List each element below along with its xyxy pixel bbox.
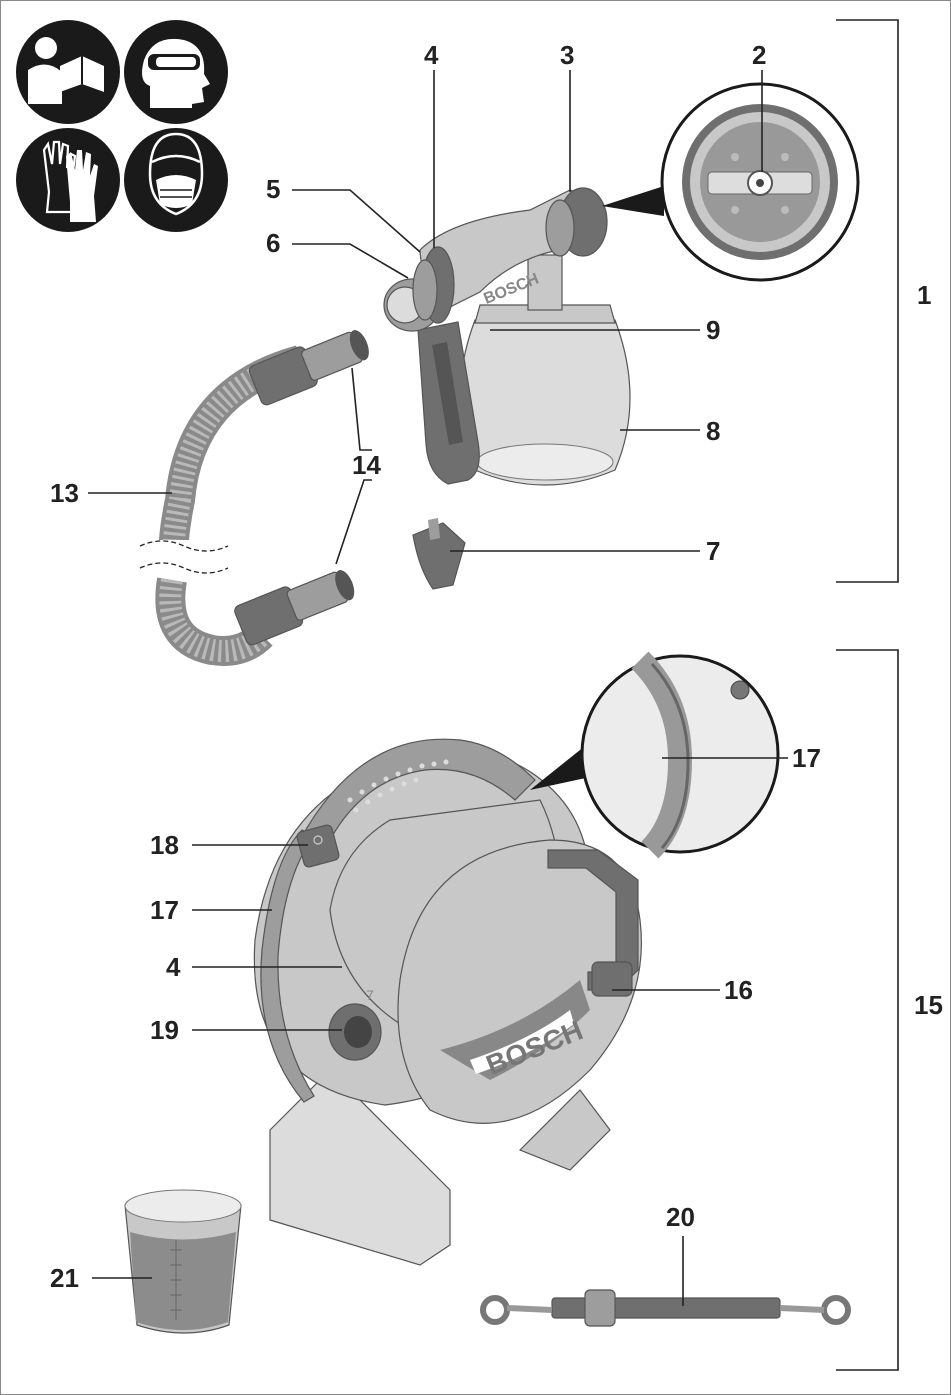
callout-19: 19 — [150, 1015, 179, 1045]
callout-9: 9 — [706, 315, 720, 345]
callout-17-side: 17 — [150, 895, 179, 925]
eye-protection-icon — [124, 20, 228, 124]
dust-mask-icon — [124, 128, 228, 232]
group-bracket-15 — [836, 649, 899, 1371]
callout-17-detail: 17 — [792, 743, 821, 773]
callout-21: 21 — [50, 1263, 79, 1293]
hose-illustration — [139, 330, 369, 666]
callout-7: 7 — [706, 536, 720, 566]
protective-gloves-icon — [16, 128, 120, 232]
callout-1: 1 — [917, 280, 931, 310]
callout-13: 13 — [50, 478, 79, 508]
callout-4-gun: 4 — [424, 40, 439, 70]
group-bracket-1 — [836, 19, 899, 583]
nozzle-clip — [412, 522, 466, 590]
callout-3: 3 — [560, 40, 574, 70]
read-manual-icon — [16, 20, 120, 124]
callout-15: 15 — [914, 990, 943, 1020]
callout-numbers: 2 3 4 5 6 9 8 7 13 14 1 17 18 17 4 19 16… — [50, 40, 943, 1293]
leader-lines — [88, 70, 788, 1306]
callout-6: 6 — [266, 228, 280, 258]
base-unit-illustration: 7 BOSCH — [124, 651, 851, 1334]
callout-16: 16 — [724, 975, 753, 1005]
callout-8: 8 — [706, 416, 720, 446]
callout-2: 2 — [752, 40, 766, 70]
callout-4-unit: 4 — [166, 952, 181, 982]
spray-gun-illustration: BOSCH — [383, 82, 860, 590]
callout-18: 18 — [150, 830, 179, 860]
unit-carry-handle — [299, 738, 536, 862]
callout-14: 14 — [352, 450, 381, 480]
hose-holder — [547, 849, 639, 991]
unit-marking: 7 — [366, 987, 374, 1003]
callout-20: 20 — [666, 1202, 695, 1232]
shoulder-strap — [480, 1289, 851, 1327]
power-switch — [296, 824, 340, 868]
callout-5: 5 — [266, 174, 280, 204]
